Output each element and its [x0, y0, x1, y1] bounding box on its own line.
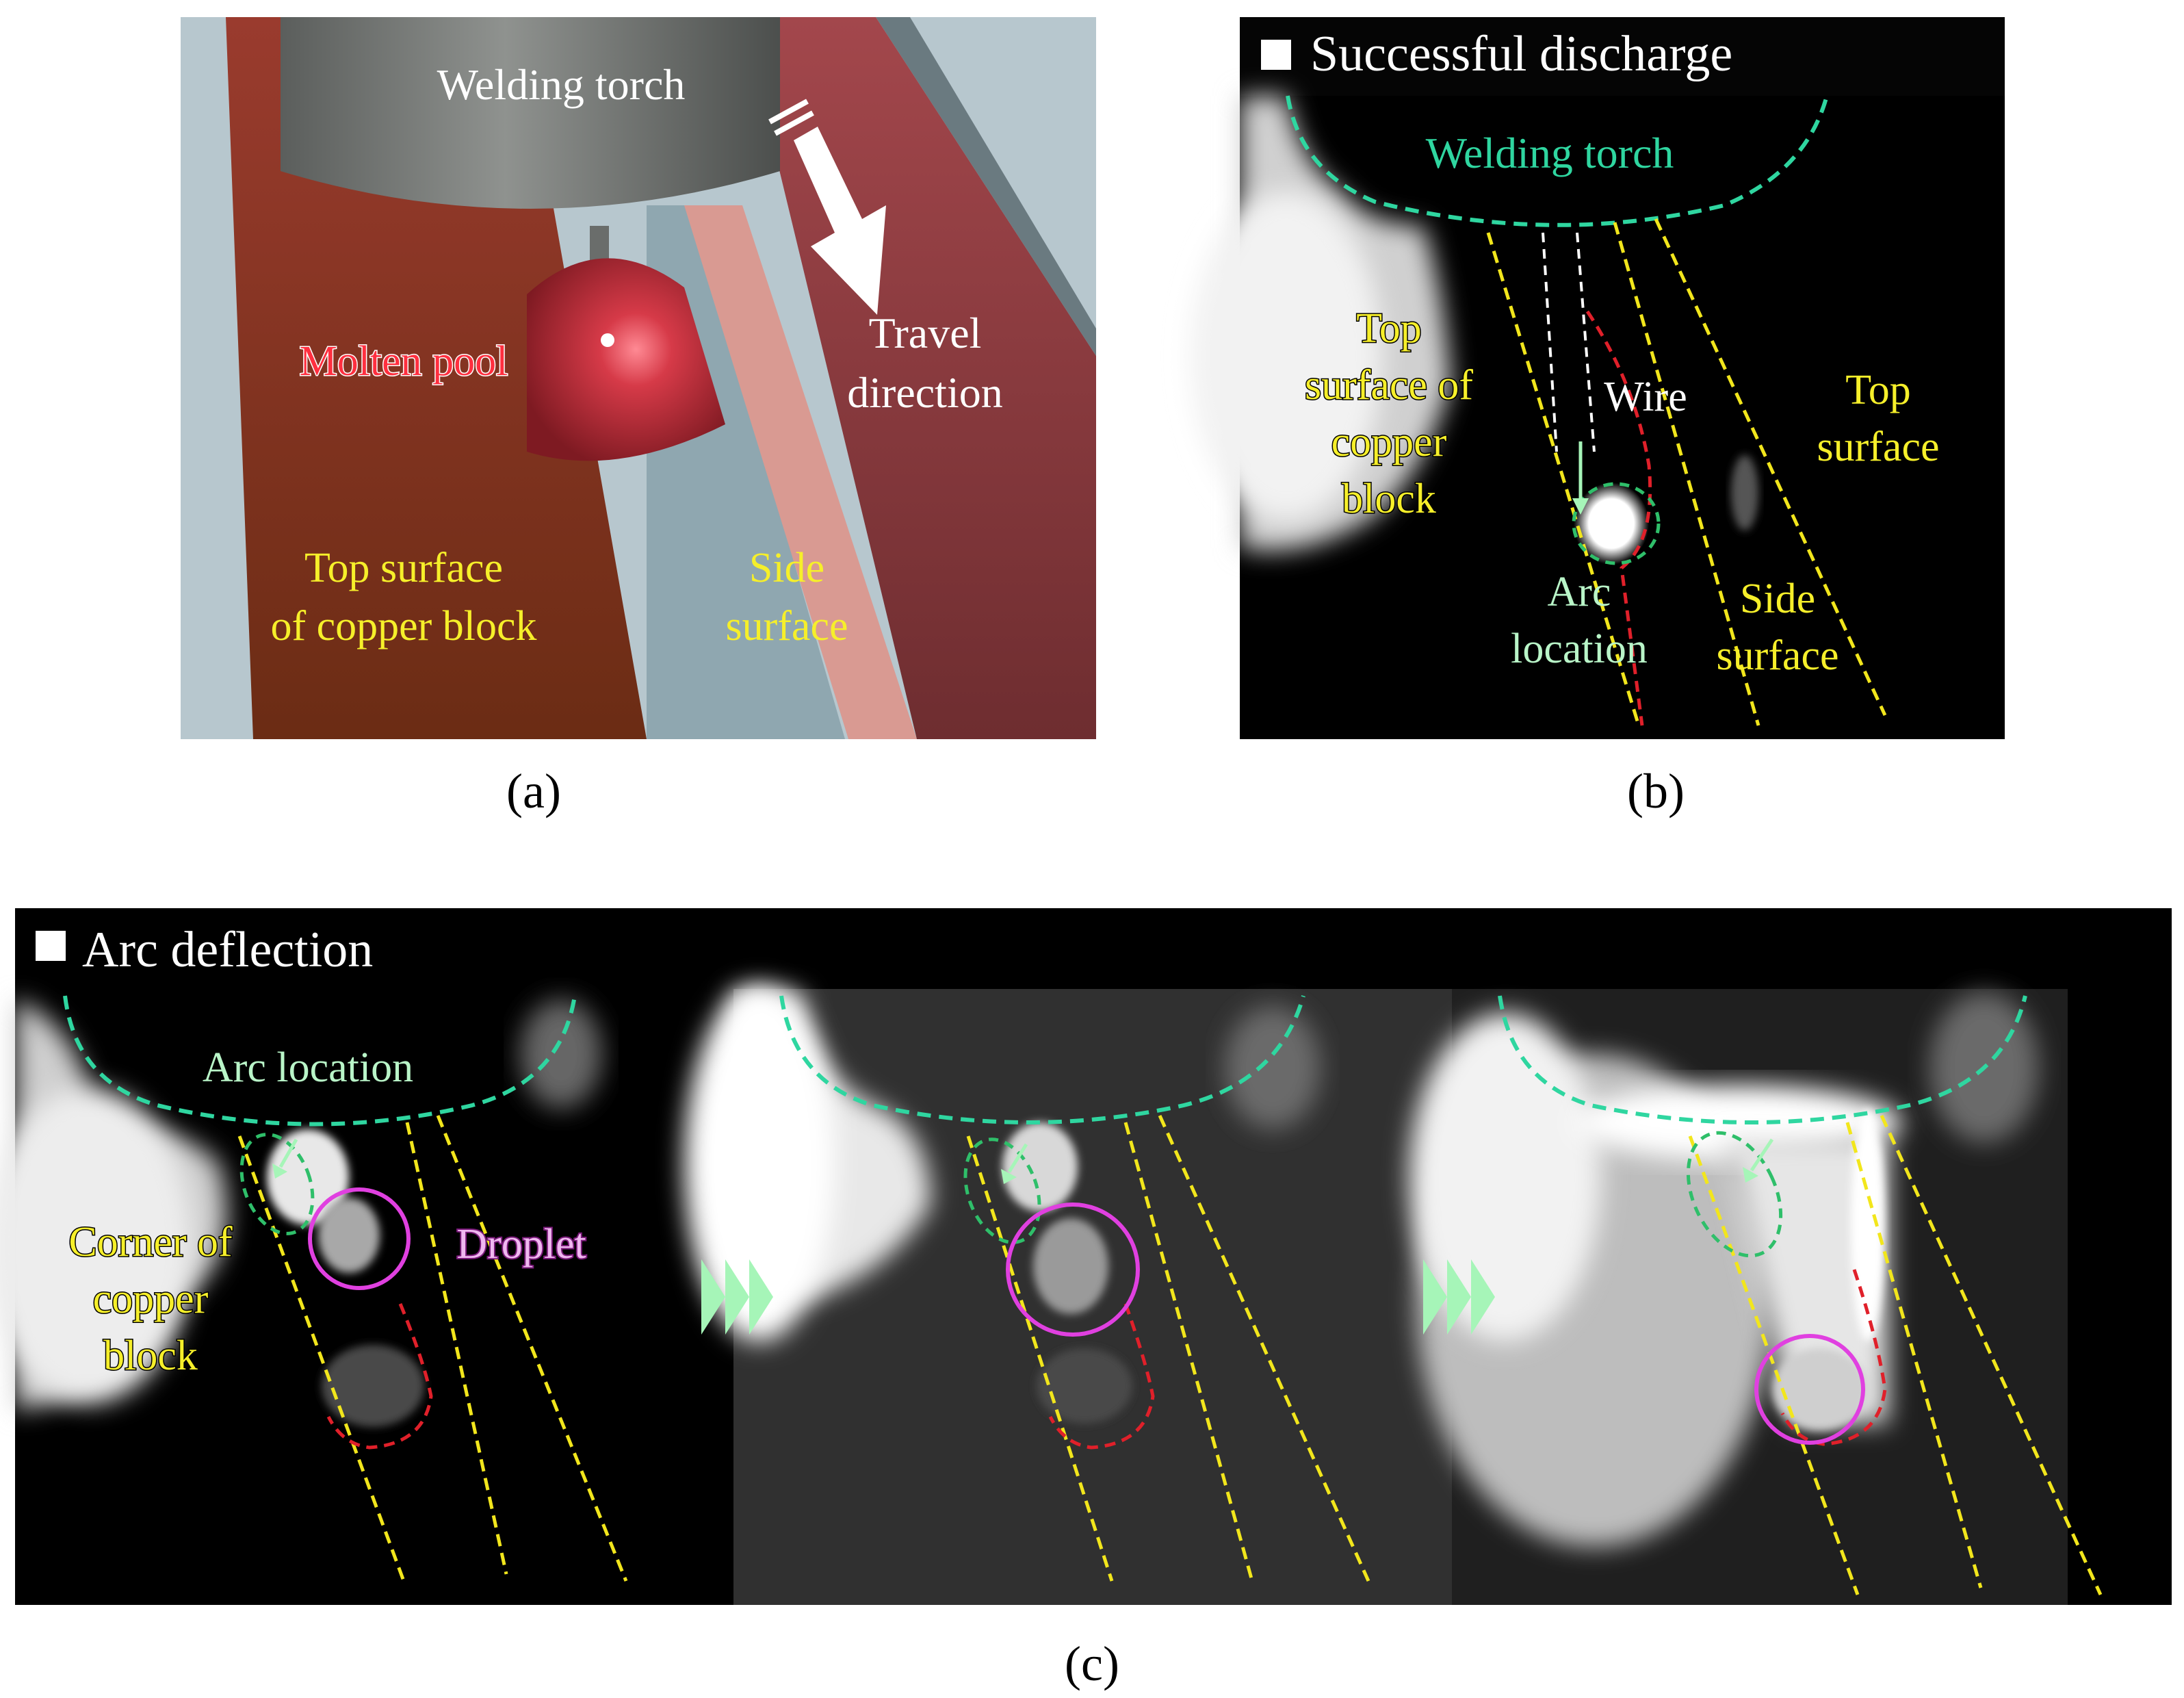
top-copper-line2: surface of	[1305, 362, 1473, 409]
corner-label-line2: copper	[93, 1276, 209, 1322]
panel-c-frame-1	[0, 989, 733, 1605]
torch-outline-b	[1286, 95, 1829, 227]
panel-c: Arc deflection Arc location Corner of co…	[0, 908, 2172, 1691]
header-c: Arc deflection	[82, 922, 373, 978]
caption-b: (b)	[1627, 764, 1685, 819]
guide-line-left	[1486, 232, 1641, 726]
corner-label-line1: Corner of	[68, 1219, 233, 1265]
guide-line-middle	[1613, 222, 1760, 726]
right-block-edge	[876, 17, 1096, 356]
pool-outline-b	[1585, 310, 1652, 726]
side-surface-b-line2: surface	[1717, 632, 1839, 679]
guide-line-right	[1654, 218, 1887, 717]
droplet-label: Droplet	[456, 1221, 586, 1268]
panel-b-header-bar	[1240, 17, 2005, 96]
wire-line-right	[1576, 232, 1596, 452]
header-square-c	[36, 931, 66, 961]
side-surface	[684, 205, 917, 739]
side-surface-b-line1: Side	[1740, 576, 1815, 622]
caption-c: (c)	[1065, 1636, 1119, 1691]
wire-label: Wire	[1604, 374, 1687, 420]
panel-a: Welding torch Molten pool Travel directi…	[181, 17, 1096, 819]
panel-c-frame-3	[1409, 989, 2103, 1605]
top-surface-b-line1: Top	[1845, 367, 1911, 413]
header-square-b	[1261, 40, 1291, 70]
top-copper-line3: copper	[1331, 419, 1447, 465]
top-copper-line1: Top	[1356, 305, 1422, 352]
caption-a: (a)	[506, 764, 561, 819]
travel-label-line1: Travel	[869, 309, 982, 357]
side-reflection	[1731, 455, 1758, 530]
next-arrow-2	[1423, 1259, 1495, 1335]
panel-c-frame-2	[684, 986, 1452, 1605]
bright-core	[1191, 192, 1382, 520]
wire-line-left	[1542, 232, 1558, 452]
next-arrow-1	[701, 1259, 773, 1335]
corner-label-line3: block	[103, 1333, 198, 1379]
travel-label-line2: direction	[847, 368, 1002, 417]
arc-location-b-line2: location	[1511, 626, 1648, 672]
arc-location-c: Arc location	[203, 1044, 413, 1091]
arc-spot	[601, 333, 614, 347]
top-surface-label-line1: Top surface	[304, 545, 503, 591]
arc-location-b-line1: Arc	[1548, 569, 1611, 615]
welding-torch	[281, 17, 780, 209]
travel-arrow	[768, 99, 886, 315]
panel-b: Successful discharge Welding torch Top s…	[1191, 17, 2005, 819]
top-surface-label-line2: of copper block	[270, 603, 536, 649]
arc-ellipse-b	[1572, 482, 1661, 565]
side-surface-label-line1: Side	[749, 545, 824, 591]
torch-label-a: Welding torch	[437, 60, 686, 109]
arc-arrow-head-b	[1572, 498, 1589, 515]
top-surface-b-line2: surface	[1817, 424, 1940, 470]
top-copper-line4: block	[1342, 476, 1436, 522]
molten-pool-label: Molten pool	[300, 338, 508, 385]
molten-pool	[527, 258, 725, 461]
side-surface-label-line2: surface	[726, 603, 848, 649]
header-b: Successful discharge	[1310, 26, 1732, 82]
arc-blob	[1574, 483, 1649, 565]
torch-label-b: Welding torch	[1426, 129, 1674, 177]
